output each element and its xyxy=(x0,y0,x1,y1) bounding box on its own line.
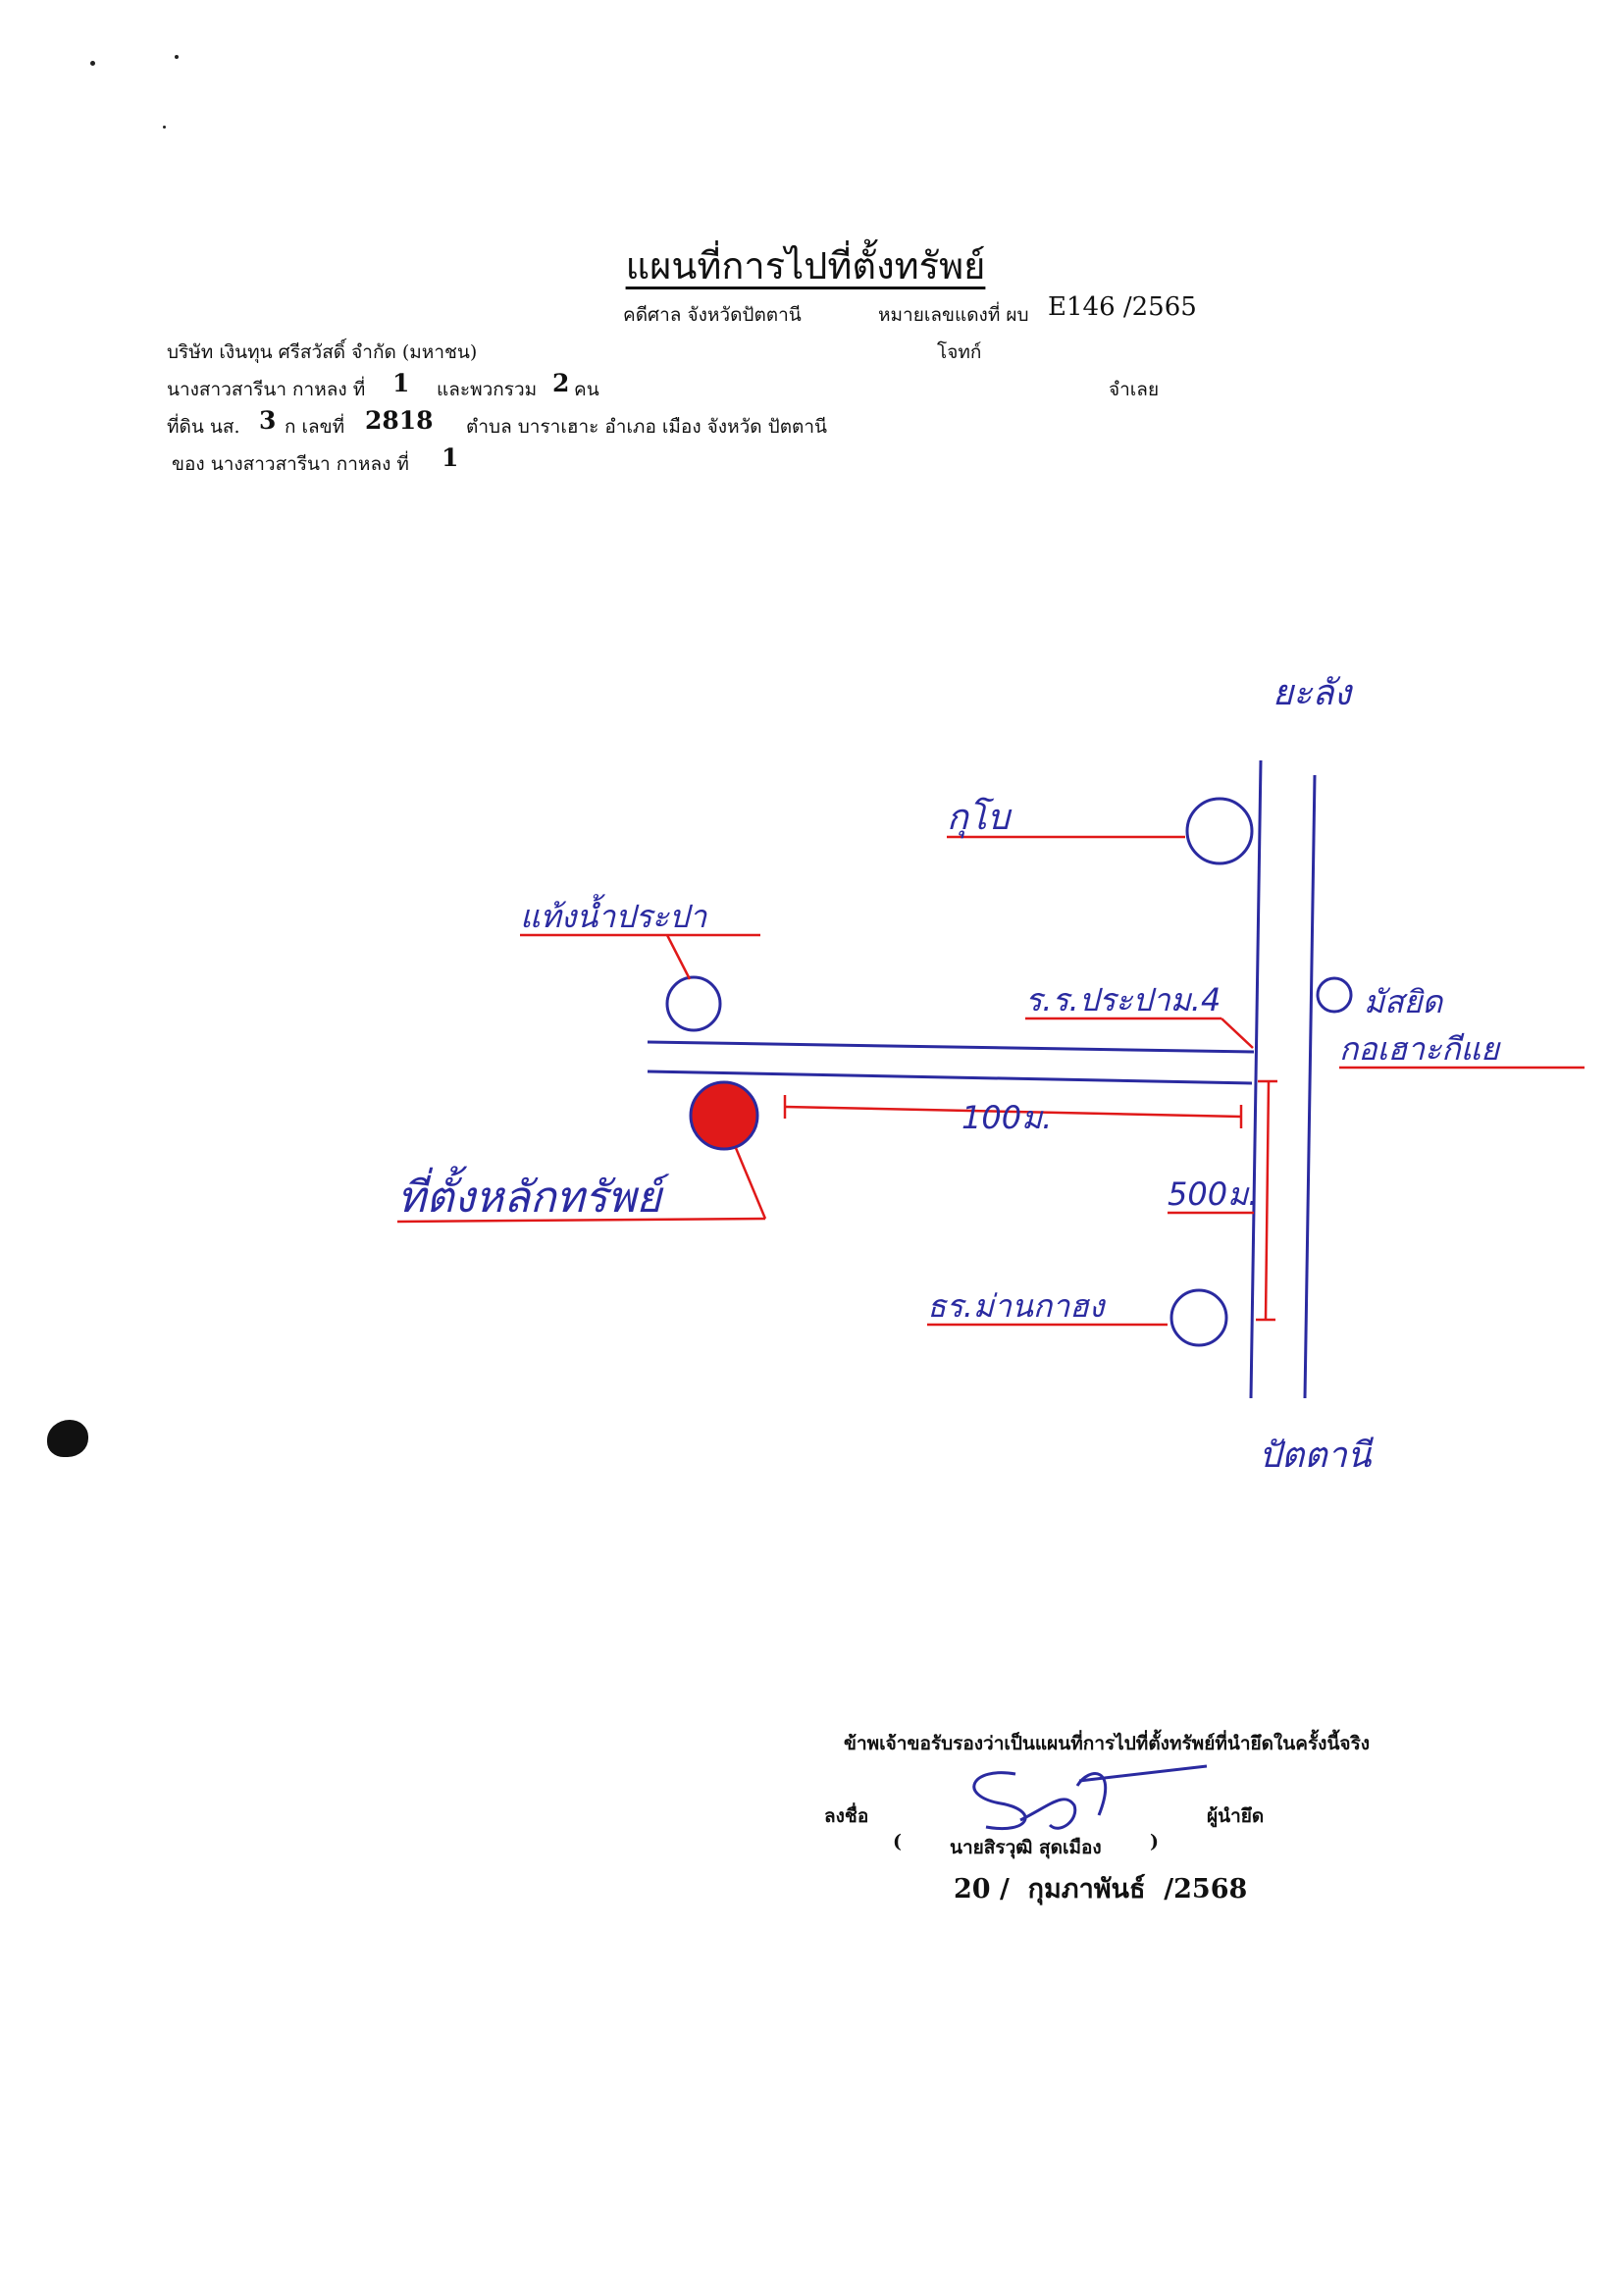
property-marker xyxy=(689,1080,759,1151)
defendant-group: และพวกรวม xyxy=(437,379,538,400)
school-label: ร.ร.ประปาม.4 xyxy=(1025,981,1221,1018)
land-owner-number: 1 xyxy=(442,444,459,472)
distance-horizontal-label: 100ม. xyxy=(961,1099,1052,1136)
land-doc-type: 3 xyxy=(259,406,277,435)
page-title: แผนที่การไปที่ตั้งทรัพย์ xyxy=(625,244,986,287)
certification-statement: ข้าพเจ้าขอรับรองว่าเป็นแผนที่การไปที่ตั้… xyxy=(844,1733,1371,1754)
plaintiff-name: บริษัท เงินทุน ศรีสวัสดิ์ จำกัด (มหาชน) xyxy=(167,341,478,363)
scan-speck xyxy=(90,61,95,66)
land-owner: ของ นางสาวสารีนา กาหลง ที่ xyxy=(172,453,409,475)
signature xyxy=(972,1764,1208,1830)
side-road-top-edge xyxy=(647,1040,1255,1054)
defendant-count: 2 xyxy=(552,369,570,397)
defendant-number: 1 xyxy=(392,369,410,397)
case-number-label: หมายเลขแดงที่ ผบ xyxy=(878,304,1029,326)
land-doc-number: 2818 xyxy=(365,406,434,435)
water-tank-marker xyxy=(665,975,722,1032)
cemetery-label: กุโบ xyxy=(947,797,1013,839)
signer-name-open-paren: ( xyxy=(893,1831,902,1852)
signer-name-close-paren: ) xyxy=(1150,1831,1159,1852)
signer-role: ผู้นำยึด xyxy=(1207,1805,1265,1827)
property-label-underline xyxy=(396,1217,766,1224)
water-tank-leader xyxy=(665,934,692,980)
cemetery-marker xyxy=(1185,797,1254,865)
main-road-right-edge xyxy=(1303,774,1317,1399)
water-tank-label: แท้งน้ำประปา xyxy=(520,894,707,935)
scan-speck xyxy=(163,126,166,129)
north-label: ยะลัง xyxy=(1273,673,1353,713)
south-label: ปัตตานี xyxy=(1259,1435,1375,1476)
side-road-bottom-edge xyxy=(647,1070,1253,1085)
defendant-name: นางสาวสารีนา กาหลง ที่ xyxy=(167,379,366,400)
court-name: คดีศาล จังหวัดปัตตานี xyxy=(623,304,802,326)
defendant-role: จำเลย xyxy=(1109,379,1160,400)
distance-horizontal-line xyxy=(784,1105,1242,1119)
certification-date: 20 / กุมภาพันธ์ /2568 xyxy=(954,1874,1248,1905)
distance-vertical-line xyxy=(1264,1080,1271,1321)
property-label: ที่ตั้งหลักทรัพย์ xyxy=(397,1166,670,1223)
main-road-left-edge xyxy=(1249,759,1263,1399)
scan-speck xyxy=(175,55,179,59)
school-leader xyxy=(1221,1018,1254,1049)
property-leader xyxy=(734,1147,767,1220)
signer-name: นายสิรวุฒิ สุดเมือง xyxy=(950,1837,1102,1858)
land-doc-prefix: ที่ดิน นส. xyxy=(167,416,240,438)
sign-label: ลงชื่อ xyxy=(824,1805,869,1827)
distance-vertical-label: 500ม. xyxy=(1168,1175,1258,1213)
bottom-landmark-label: ธร.ม่านกาฮง xyxy=(927,1287,1107,1325)
mosque-label-line2: กอเฮาะกีแย xyxy=(1339,1030,1501,1068)
plaintiff-role: โจทก์ xyxy=(937,341,982,363)
case-number: E146 /2565 xyxy=(1048,292,1197,322)
bottom-landmark-marker xyxy=(1169,1288,1228,1347)
land-doc-suffix: ก เลขที่ xyxy=(285,416,345,438)
mosque-marker xyxy=(1316,976,1353,1014)
scan-blot xyxy=(47,1420,88,1457)
defendant-unit: คน xyxy=(574,379,599,400)
land-location: ตำบล บาราเฮาะ อำเภอ เมือง จังหวัด ปัตตาน… xyxy=(466,416,828,438)
mosque-label-line1: มัสยิด xyxy=(1364,983,1444,1020)
